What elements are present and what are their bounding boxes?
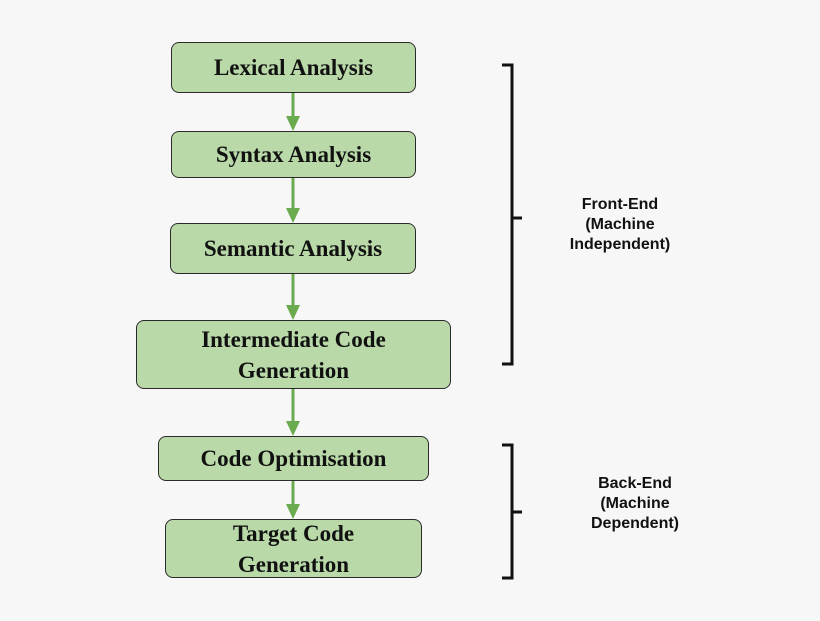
back-end-bracket (502, 443, 522, 580)
stage-syntax-analysis: Syntax Analysis (171, 131, 416, 178)
stage-target-code-generation: Target Code Generation (165, 519, 422, 578)
stage-lexical-analysis: Lexical Analysis (171, 42, 416, 93)
stage-label: Lexical Analysis (213, 55, 374, 80)
stage-label: Intermediate Code Generation (201, 326, 386, 383)
back-end-label: Back-End (Machine Dependent) (591, 475, 679, 532)
front-end-bracket (502, 63, 522, 366)
arrow-lexical-to-syntax (286, 93, 300, 131)
stage-semantic-analysis: Semantic Analysis (170, 223, 416, 274)
arrow-icg-to-optimisation (286, 389, 300, 436)
stage-intermediate-code-generation: Intermediate Code Generation (136, 320, 451, 389)
stage-label: Code Optimisation (200, 446, 387, 471)
stage-label: Semantic Analysis (203, 236, 383, 261)
arrow-optimisation-to-target (286, 481, 300, 519)
arrow-semantic-to-icg (286, 274, 300, 320)
stage-label: Target Code Generation (232, 520, 355, 577)
stage-label: Syntax Analysis (215, 142, 372, 167)
stage-code-optimisation: Code Optimisation (158, 436, 429, 481)
front-end-label: Front-End (Machine Independent) (569, 196, 671, 253)
arrow-syntax-to-semantic (286, 178, 300, 223)
